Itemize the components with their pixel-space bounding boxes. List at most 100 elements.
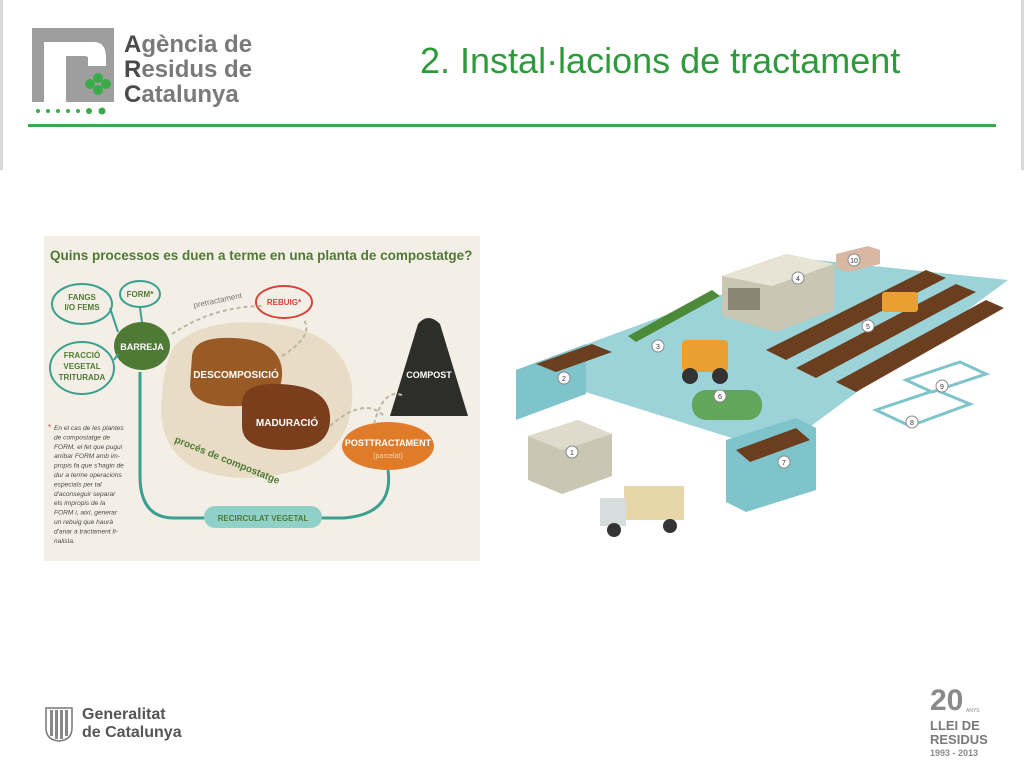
plant-marker-label: 9 xyxy=(940,384,944,391)
anniversary-anys: ANYS xyxy=(966,708,980,714)
bunker-2-pile xyxy=(536,344,612,372)
posttractament-node xyxy=(342,422,434,470)
pretractament-label: pretractament xyxy=(193,291,244,310)
loader-wheel-2 xyxy=(712,368,728,384)
plant-marker-circle xyxy=(861,319,875,333)
footnote-line: arribar FORM amb im- xyxy=(54,453,121,460)
header-edge-left xyxy=(0,0,3,170)
pretractament-arrow xyxy=(171,305,265,335)
anniversary-line1: LLEI DE xyxy=(930,718,980,733)
to-posttractament-arrow xyxy=(329,407,385,427)
logo-rest-3: atalunya xyxy=(141,81,239,108)
anniversary-years: 1993 - 2013 xyxy=(930,748,978,758)
fraccio-label-line1: FRACCIÓ xyxy=(64,351,100,360)
plant-marker-label: 8 xyxy=(910,420,914,427)
footnote-line: un rebuig que haurà xyxy=(54,519,113,526)
plant-marker-circle xyxy=(565,445,579,459)
footnote-line: propis fa que s'hagin de xyxy=(53,463,124,470)
footnote-line: dur a terme operacions xyxy=(54,472,123,479)
recirculat-label: RECIRCULAT VEGETAL xyxy=(218,514,309,523)
fangs-label-line2: I/O FEMS xyxy=(64,303,100,312)
logo-wordmark: Agència de Residus de Catalunya xyxy=(124,32,252,107)
generalitat-logo: Generalitat de Catalunya xyxy=(44,706,204,746)
compost-node xyxy=(390,318,468,416)
descomposicio-label: DESCOMPOSICIÓ xyxy=(193,368,279,381)
generalitat-shield-icon xyxy=(45,707,73,742)
loader-wheel-1 xyxy=(682,368,698,384)
compost-label: COMPOST xyxy=(406,370,452,380)
fraccio-to-barreja-arrow xyxy=(113,353,119,361)
fraccio-bubble xyxy=(49,341,115,395)
bunker-7-pile xyxy=(736,428,810,462)
pad-8 xyxy=(871,388,975,428)
rebuig-bubble xyxy=(255,285,313,319)
plant-marker-label: 7 xyxy=(782,460,786,467)
logo-rest-2: esidus de xyxy=(141,56,253,83)
anniversary-canvas: 20 ANYS LLEI DE RESIDUS 1993 - 2013 xyxy=(930,684,988,758)
plant-marker-circle xyxy=(713,389,727,403)
plant-marker-circle xyxy=(557,371,571,385)
logo-line-3: Catalunya xyxy=(124,82,252,107)
arc-logo-icon xyxy=(32,28,114,102)
barreja-node xyxy=(114,322,170,370)
truck-container xyxy=(624,486,684,520)
plant-marker-label: 5 xyxy=(866,324,870,331)
anniversary-line2: RESIDUS xyxy=(930,732,988,747)
plant-marker-circle xyxy=(905,415,919,429)
office-roof xyxy=(528,420,612,450)
generalitat-line1: Generalitat xyxy=(82,706,166,723)
footnote-line: FORM i, així, generar xyxy=(54,510,118,517)
conveyor-belt xyxy=(628,290,720,342)
header-divider xyxy=(28,124,996,127)
to-compost-arrow xyxy=(373,393,405,425)
fangs-label-line1: FANGS xyxy=(68,293,96,302)
logo-initial-r: R xyxy=(124,56,142,83)
logo-initial-a: A xyxy=(124,31,142,58)
diagram-question: Quins processos es duen a terme en una p… xyxy=(50,248,472,263)
plant-marker-circle xyxy=(847,253,861,267)
form-bubble xyxy=(119,280,161,308)
posttractament-label: POSTTRACTAMENT xyxy=(345,438,432,448)
windrow-2 xyxy=(796,284,976,378)
form-label: FORM* xyxy=(127,290,155,299)
logo-initial-c: C xyxy=(124,81,142,108)
shed-door xyxy=(728,288,760,310)
fraccio-label-line2: VEGETAL xyxy=(63,362,100,371)
form-to-barreja-arrow xyxy=(139,307,143,323)
trommel-screen xyxy=(692,390,762,420)
fangs-bubble xyxy=(51,283,113,325)
header-edge-right xyxy=(1021,0,1024,170)
plant-marker-label: 1 xyxy=(570,450,574,457)
rebuig-label: REBUIG* xyxy=(267,298,302,307)
composting-process-diagram: Quins processos es duen a terme en una p… xyxy=(44,236,480,561)
footnote-line: FORM, el fet que pugui xyxy=(54,444,123,451)
anniversary-badge: 20 ANYS LLEI DE RESIDUS 1993 - 2013 xyxy=(928,682,998,764)
fraccio-label-line3: TRITURADA xyxy=(59,373,106,382)
maduracio-label: MADURACIÓ xyxy=(256,416,318,429)
posttractament-sub-label: (parcelat) xyxy=(373,453,403,460)
recirculat-node xyxy=(204,506,322,528)
composting-diagram-canvas: Quins processos es duen a terme en una p… xyxy=(48,248,472,545)
barreja-label: BARREJA xyxy=(120,342,164,352)
logo-dots-decoration xyxy=(36,107,106,115)
logo-line-2: Residus de xyxy=(124,57,252,82)
footnote-line: els impropis de la xyxy=(54,500,106,507)
page-title: 2. Instal·lacions de tractament xyxy=(420,40,901,81)
footnote-line: d'anar a tractament fi- xyxy=(54,528,119,535)
plant-marker-circle xyxy=(935,379,949,393)
plant-marker-label: 4 xyxy=(796,276,800,283)
maduracio-node xyxy=(241,383,331,450)
footnote-line: En el cas de les plantes xyxy=(54,425,124,432)
windrow-3 xyxy=(836,300,1004,392)
slide-header: Agència de Residus de Catalunya 2. Insta… xyxy=(0,0,1024,170)
footnote-line: d'aconseguir separar xyxy=(54,491,116,498)
footnote-line: nalista. xyxy=(54,538,75,545)
pad-9 xyxy=(901,360,991,394)
plant-marker-label: 6 xyxy=(718,394,722,401)
plant-marker-label: 10 xyxy=(850,258,858,265)
plant-marker-circle xyxy=(777,455,791,469)
